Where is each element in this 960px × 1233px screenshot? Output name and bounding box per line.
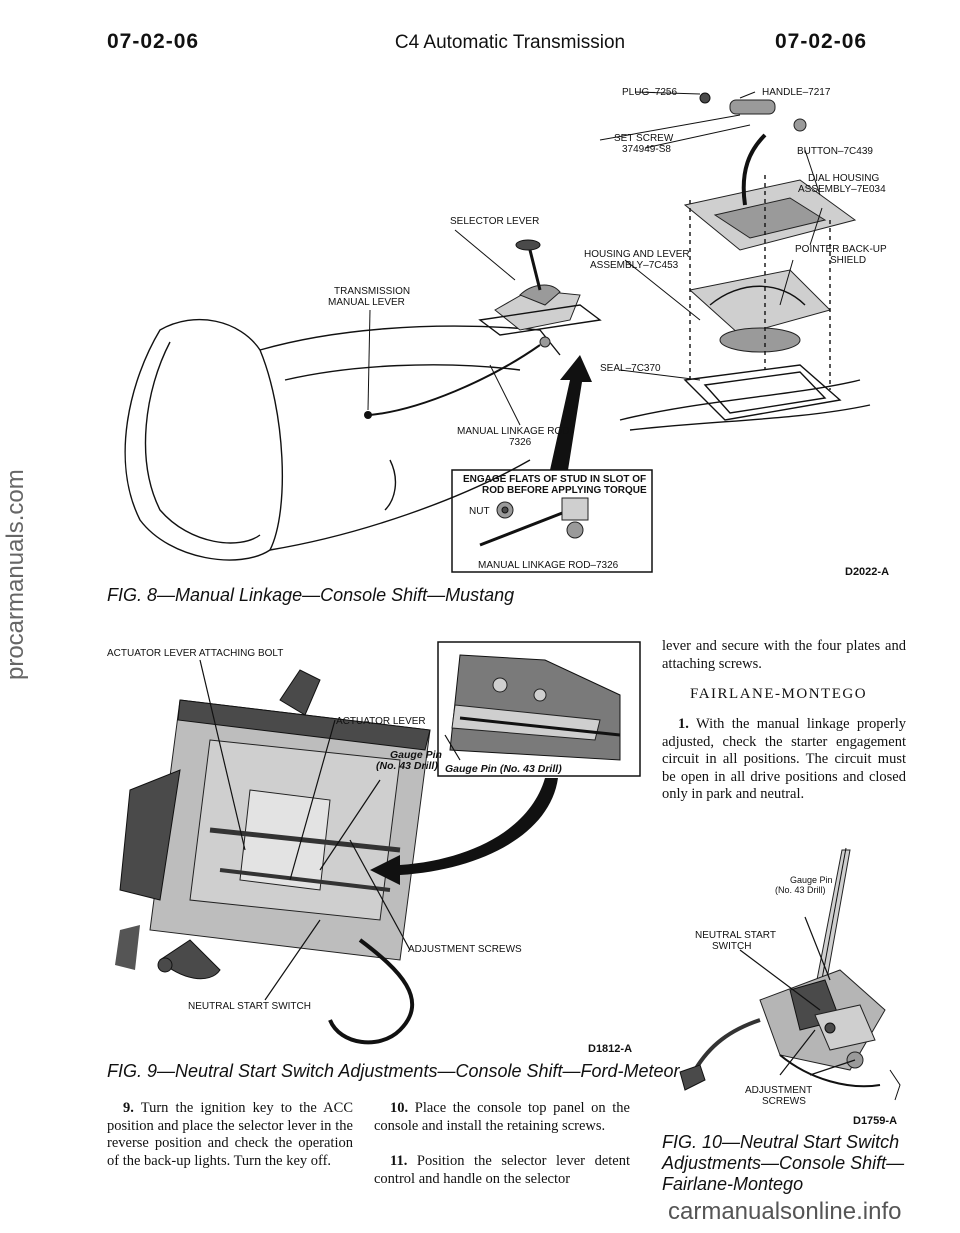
step-11: 11. Position the selector lever detent c… — [374, 1153, 630, 1188]
fig10-label-neutral-start: NEUTRAL START — [695, 930, 776, 941]
page-title: C4 Automatic Transmission — [394, 32, 626, 53]
step-9-number: 9. — [123, 1100, 134, 1116]
label-manual-lever: MANUAL LEVER — [328, 297, 405, 308]
step-1-text: With the manual linkage properly adjuste… — [662, 716, 906, 802]
page-number-left: 07-02-06 — [107, 30, 200, 53]
fig10-code: D1759-A — [853, 1115, 898, 1127]
label-housing-lever-part: ASSEMBLY–7C453 — [590, 260, 679, 271]
label-nut: NUT — [469, 506, 490, 517]
fig9-illustration — [115, 641, 641, 1045]
section-heading: FAIRLANE-MONTEGO — [690, 686, 868, 702]
label-plug: PLUG–7256 — [622, 87, 678, 98]
label-set-screw: SET SCREW — [614, 133, 674, 144]
inset-title-line1: ENGAGE FLATS OF STUD IN SLOT OF — [463, 474, 647, 485]
label-pointer-shield: SHIELD — [830, 255, 867, 266]
inset-label-gauge-pin: Gauge Pin (No. 43 Drill) — [445, 763, 562, 775]
step-9-text: Turn the ignition key to the ACC positio… — [107, 1100, 353, 1169]
label-housing-lever: HOUSING AND LEVER — [584, 249, 690, 260]
page-number-right: 07-02-06 — [775, 30, 868, 53]
fig10-label-adjustment: ADJUSTMENT — [745, 1085, 813, 1096]
step-10-text: Place the console top panel on the conso… — [374, 1100, 630, 1134]
label-selector-lever: SELECTOR LEVER — [450, 216, 540, 227]
label-pointer: POINTER BACK-UP — [795, 244, 887, 255]
step-10: 10. Place the console top panel on the c… — [374, 1100, 630, 1135]
fig10-label-gauge-pin: Gauge Pin — [790, 875, 833, 885]
label-button: BUTTON–7C439 — [797, 146, 873, 157]
label-dial-housing-part: ASSEMBLY–7E034 — [798, 184, 886, 195]
fig10-caption-line2: Adjustments—Console Shift— — [662, 1153, 905, 1173]
fig8-illustration — [124, 91, 871, 573]
step-9: 9. Turn the ignition key to the ACC posi… — [107, 1100, 353, 1170]
step-1: 1. With the manual linkage properly adju… — [662, 716, 906, 804]
fig10-caption-line1: FIG. 10—Neutral Start Switch — [662, 1132, 900, 1152]
label-set-screw-part: 374949-S8 — [622, 144, 671, 155]
fig10-label-switch: SWITCH — [712, 941, 752, 952]
step-11-number: 11. — [390, 1153, 408, 1169]
bottom-watermark: carmanualsonline.info — [668, 1198, 902, 1225]
fig10-caption: FIG. 10—Neutral Start Switch Adjustments… — [662, 1132, 904, 1195]
step-1-number: 1. — [678, 716, 689, 732]
side-watermark: procarmanuals.com — [2, 469, 29, 680]
label-gauge-pin-size: (No. 43 Drill) — [376, 760, 438, 772]
inset-title-line2: ROD BEFORE APPLYING TORQUE — [482, 485, 647, 496]
label-adjustment-screws: ADJUSTMENT SCREWS — [408, 944, 522, 955]
fig10-caption-line3: Fairlane-Montego — [662, 1174, 804, 1194]
right-column-paragraph: lever and secure with the four plates an… — [662, 638, 906, 672]
step-10-number: 10. — [390, 1100, 409, 1116]
label-linkage-rod: MANUAL LINKAGE ROD — [457, 426, 570, 437]
fig10-illustration — [679, 847, 901, 1101]
label-actuator-lever: ACTUATOR LEVER — [336, 716, 426, 727]
fig10-label-screws: SCREWS — [762, 1096, 806, 1107]
label-handle: HANDLE–7217 — [762, 87, 831, 98]
fig8-code: D2022-A — [845, 566, 890, 578]
inset-label-rod: MANUAL LINKAGE ROD–7326 — [478, 560, 619, 571]
fig8-caption: FIG. 8—Manual Linkage—Console Shift—Must… — [107, 585, 515, 605]
fig10-label-gauge-pin-size: (No. 43 Drill) — [775, 885, 826, 895]
label-seal: SEAL–7C370 — [600, 363, 661, 374]
fig9-code: D1812-A — [588, 1043, 633, 1055]
label-linkage-rod-part: 7326 — [509, 437, 532, 448]
fig9-caption: FIG. 9—Neutral Start Switch Adjustments—… — [107, 1061, 680, 1081]
label-transmission: TRANSMISSION — [334, 286, 411, 297]
label-actuator-bolt: ACTUATOR LEVER ATTACHING BOLT — [107, 648, 284, 659]
label-neutral-start-switch: NEUTRAL START SWITCH — [188, 1001, 311, 1012]
label-gauge-pin: Gauge Pin — [390, 749, 442, 761]
label-dial-housing: DIAL HOUSING — [808, 173, 880, 184]
step-11-text: Position the selector lever detent contr… — [374, 1153, 630, 1187]
